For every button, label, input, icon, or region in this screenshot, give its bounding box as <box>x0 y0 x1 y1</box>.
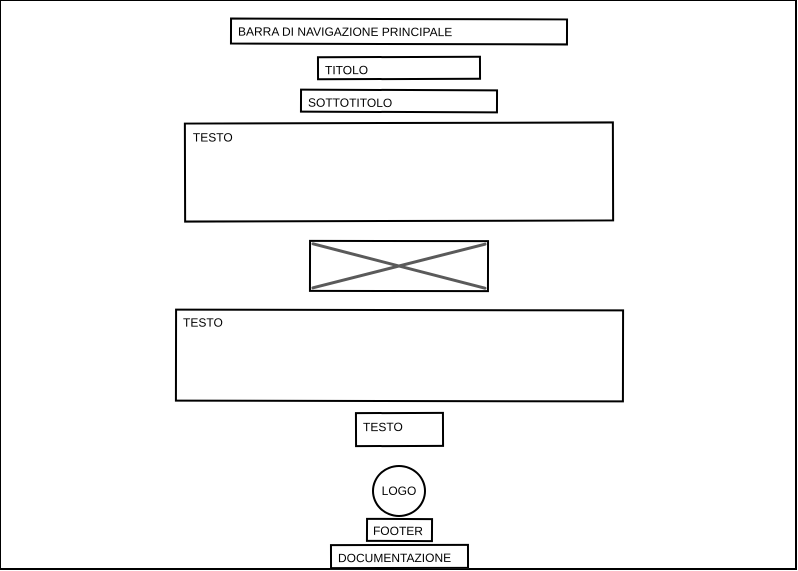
text-block-1: TESTO <box>183 121 615 223</box>
page-subtitle-label: SOTTOTITOLO <box>307 95 393 110</box>
footer: FOOTER <box>365 517 434 543</box>
image-placeholder-cross-icon <box>311 242 487 290</box>
text-block-1-label: TESTO <box>192 130 233 145</box>
text-block-3-label: TESTO <box>362 419 403 435</box>
footer-label: FOOTER <box>372 523 424 539</box>
main-navigation-label: BARRA DI NAVIGAZIONE PRINCIPALE <box>237 24 453 40</box>
page-title-label: TITOLO <box>324 63 369 78</box>
page-title: TITOLO <box>316 55 482 81</box>
logo-label: LOGO <box>381 484 417 498</box>
text-block-3: TESTO <box>354 411 445 448</box>
text-block-2: TESTO <box>174 308 625 403</box>
documentation-link[interactable]: DOCUMENTAZIONE <box>329 543 470 570</box>
image-placeholder <box>308 239 490 293</box>
text-block-2-label: TESTO <box>183 315 223 330</box>
logo[interactable]: LOGO <box>372 465 426 517</box>
main-navigation-bar[interactable]: BARRA DI NAVIGAZIONE PRINCIPALE <box>229 17 569 46</box>
documentation-label: DOCUMENTAZIONE <box>337 550 452 566</box>
page-subtitle: SOTTOTITOLO <box>299 88 499 114</box>
